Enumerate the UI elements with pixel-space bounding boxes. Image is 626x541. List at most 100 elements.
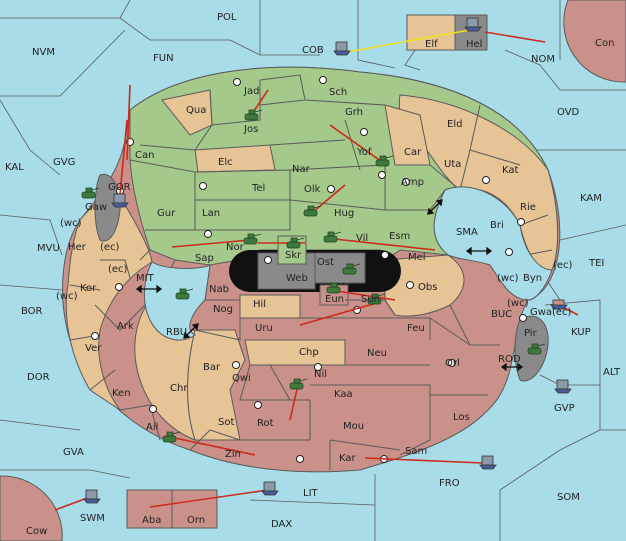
order-arrow <box>329 124 386 165</box>
ship-icon[interactable] <box>83 489 101 504</box>
supply-dot-icon <box>254 401 262 409</box>
tank-icon[interactable] <box>527 343 546 355</box>
land-label-ost: Ost <box>317 257 334 268</box>
sea-labels: POL NVM FUN COB NOM Con OVD KAL GVG KAM … <box>5 12 621 530</box>
tank-icon[interactable] <box>244 109 263 121</box>
tank-icon[interactable] <box>289 378 308 390</box>
territory-hil[interactable] <box>239 294 301 319</box>
continent <box>62 66 561 473</box>
land-label-kar: Kar <box>339 453 357 464</box>
land-label-grh: Grh <box>345 107 363 118</box>
land-label-ec-byn: (ec) <box>553 260 573 271</box>
order-arrow <box>299 301 381 326</box>
ship-icon[interactable] <box>479 455 497 470</box>
tank-icon[interactable] <box>323 231 342 243</box>
tank-icon[interactable] <box>375 155 394 167</box>
sea-label-bor: BOR <box>21 306 43 317</box>
sea-label-mvu: MVU <box>37 243 60 254</box>
sea-label-dor: DOR <box>27 372 50 383</box>
land-label-nor: Nor <box>226 242 245 253</box>
tank-icon[interactable] <box>81 187 100 199</box>
territory-elf[interactable] <box>406 14 456 51</box>
tank-icon[interactable] <box>286 237 305 249</box>
supply-dot-icon <box>314 363 322 371</box>
ship-icon[interactable] <box>464 17 482 32</box>
land-label-sch: Sch <box>329 87 347 98</box>
land-label-gaw: Gaw <box>85 202 107 213</box>
tank-icon[interactable] <box>303 205 322 217</box>
land-label-ark: Ark <box>117 321 134 332</box>
territory-cow[interactable] <box>0 475 63 541</box>
land-label-obs: Obs <box>418 282 437 293</box>
territory-aba[interactable] <box>126 489 173 529</box>
sea-label-gvp: GVP <box>554 403 575 414</box>
tank-icon[interactable] <box>175 288 194 300</box>
order-arrow <box>289 384 299 421</box>
supply-dot-icon <box>402 178 410 186</box>
land-label-zin: Zin <box>225 449 241 460</box>
sea-label-cob: COB <box>302 45 324 56</box>
tank-icon[interactable] <box>326 282 345 294</box>
armies <box>81 109 546 443</box>
land-label-nab: Nab <box>209 284 229 295</box>
land-label-los: Los <box>453 412 470 423</box>
territory-orn[interactable] <box>171 489 218 529</box>
ship-icon[interactable] <box>333 41 351 56</box>
ship-icon[interactable] <box>550 299 568 310</box>
land-label-kor: Kor <box>80 283 97 294</box>
sea-label-pol: POL <box>217 12 237 23</box>
order-arrow <box>484 31 546 43</box>
sea-label-nom: NOM <box>531 54 555 65</box>
order-arrow <box>171 239 251 248</box>
tank-icon[interactable] <box>367 293 386 305</box>
convoy-line <box>346 29 471 53</box>
sea-label-lit: LIT <box>303 488 319 499</box>
supply-dot-icon <box>381 251 389 259</box>
double-arrow-icon <box>183 323 199 339</box>
land-label-bri: Bri <box>490 220 504 231</box>
tank-icon[interactable] <box>162 431 181 443</box>
land-label-eld: Eld <box>447 119 462 130</box>
supply-dot-icon <box>327 185 335 193</box>
supply-dot-icon <box>378 171 386 179</box>
double-arrow-icon <box>500 362 524 372</box>
land-label-byn: Byn <box>523 273 542 284</box>
sea-label-sma: SMA <box>456 227 478 238</box>
sea-label-buc: BUC <box>491 309 512 320</box>
supply-dot-icon <box>115 283 123 291</box>
land-label-hel: Hel <box>466 39 482 50</box>
tank-icon[interactable] <box>342 263 361 275</box>
supply-dot-icon <box>296 455 304 463</box>
sea-rbu-inlet <box>143 261 211 341</box>
ship-icon[interactable] <box>261 481 279 496</box>
land-label-orl: Orl <box>445 358 460 369</box>
land-label-nil: Nil <box>314 369 327 380</box>
sea-label-kam: KAM <box>580 193 602 204</box>
supply-dot-icon <box>505 248 513 256</box>
land-label-qua: Qua <box>186 105 206 116</box>
territory-ost[interactable] <box>314 252 366 284</box>
order-arrow <box>169 436 256 456</box>
territory-chp[interactable] <box>244 339 346 366</box>
land-label-sap: Sap <box>195 253 214 264</box>
supply-dot-icon <box>91 332 99 340</box>
land-label-amp: Amp <box>401 177 424 188</box>
supply-dot-icon <box>482 176 490 184</box>
land-label-ver: Ver <box>85 343 102 354</box>
ship-icon[interactable] <box>554 379 572 394</box>
order-arrow <box>324 237 436 251</box>
territory-gaw[interactable] <box>94 173 121 242</box>
territory-con[interactable] <box>563 0 626 83</box>
territory-elc[interactable] <box>194 144 276 173</box>
sea-label-fro: FRO <box>439 478 460 489</box>
supply-dot-icon <box>406 281 414 289</box>
ship-icon[interactable] <box>111 193 129 208</box>
supply-dot-icon <box>233 78 241 86</box>
double-arrow-icon <box>427 199 443 215</box>
land-label-esm: Esm <box>389 231 410 242</box>
tank-icon[interactable] <box>243 233 262 245</box>
double-arrow-icon <box>135 284 163 294</box>
land-label-gwa: Gwa <box>530 307 552 318</box>
land-label-mel: Mel <box>408 252 426 263</box>
